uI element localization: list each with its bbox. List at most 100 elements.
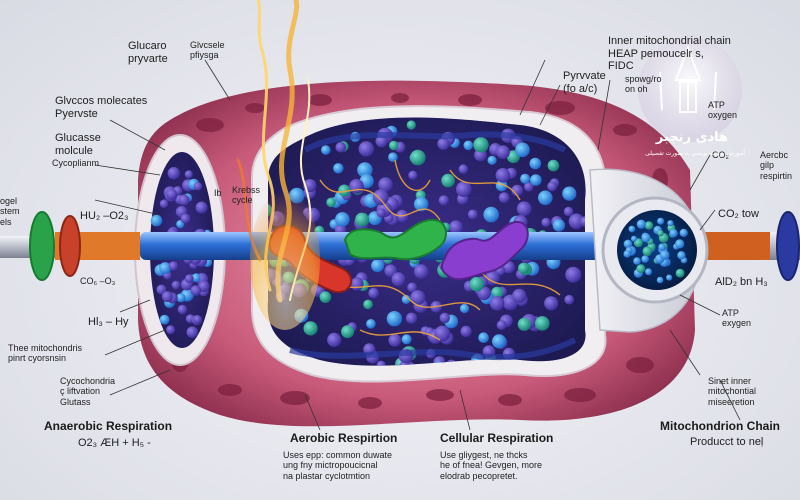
particle (660, 250, 670, 260)
particle (326, 197, 336, 208)
particle (657, 217, 665, 225)
particle (449, 220, 463, 234)
particle (327, 332, 342, 347)
particle (552, 219, 566, 232)
particle (515, 142, 530, 158)
label-aerobic-side: Aercbc gilp respirtin (760, 150, 793, 181)
particle (623, 250, 631, 258)
particle (414, 196, 429, 212)
particle (389, 140, 399, 151)
label-atp-oxygen-top: ATP oxygen (708, 100, 738, 121)
particle (492, 334, 507, 349)
particle (496, 320, 507, 330)
label-mitochondrion-chain: Mitochondrion Chain (660, 419, 780, 433)
particle (166, 325, 176, 335)
particle (363, 299, 373, 310)
particle (176, 293, 186, 303)
label-krebs-marker: Ib (214, 188, 222, 198)
particle (193, 182, 203, 191)
particle (645, 268, 652, 276)
particle (168, 261, 179, 271)
particle (656, 276, 664, 284)
particle (628, 225, 636, 233)
particle (399, 360, 412, 366)
particle (516, 201, 532, 217)
particle (407, 282, 417, 293)
particle (185, 274, 194, 283)
particle (459, 303, 470, 314)
particle (562, 186, 577, 201)
particle (410, 149, 426, 166)
particle (195, 201, 208, 214)
particle (563, 206, 574, 217)
particle (368, 287, 379, 299)
logo-emblem-icon (659, 45, 717, 113)
particle (358, 141, 374, 157)
particle (388, 152, 398, 162)
particle (410, 290, 426, 306)
particle (159, 262, 172, 275)
particle (441, 173, 455, 188)
particle (530, 174, 542, 186)
particle (511, 184, 523, 197)
particle (171, 280, 181, 290)
particle (460, 325, 472, 337)
particle (178, 194, 190, 206)
green-ring (29, 211, 55, 281)
particle (186, 326, 199, 339)
particle (159, 199, 169, 208)
particle (319, 291, 332, 303)
particle (564, 294, 574, 305)
particle (517, 317, 531, 331)
label-cycochondria: Cycochondria ç liftvation Glutass (60, 376, 116, 407)
label-glycolate-physga: Glvcsele pfiysga (190, 40, 225, 61)
particle (333, 163, 344, 174)
protein-purple (440, 220, 529, 281)
particle (463, 140, 474, 151)
particle (623, 239, 633, 249)
particle (184, 170, 193, 179)
particle (641, 233, 651, 243)
particle (679, 228, 688, 237)
label-co2-tow: CO₂ tow (718, 208, 759, 220)
particle (161, 291, 173, 303)
particle (391, 272, 406, 287)
particle (636, 264, 646, 273)
cristae-ridges (289, 131, 577, 361)
label-cellular-respiration: Cellular Respiration (440, 431, 554, 445)
particle (338, 184, 351, 197)
navy-ring (776, 211, 800, 281)
particle (401, 294, 411, 304)
particle (458, 164, 469, 174)
label-product: Producct to neḷ (690, 436, 764, 448)
particle (467, 209, 478, 220)
particle (408, 170, 418, 180)
particle (489, 296, 505, 311)
particle (641, 255, 649, 263)
particle (675, 239, 685, 249)
particle (547, 159, 560, 172)
particle (541, 217, 551, 227)
particle (642, 246, 653, 257)
right-orange-band (705, 232, 770, 260)
particle (518, 262, 530, 274)
particle (376, 360, 386, 366)
particle (547, 181, 558, 192)
particle (405, 312, 418, 324)
label-ald-h3: AlD₂ bn H₃ (715, 276, 768, 288)
particle (406, 120, 416, 130)
particle (388, 333, 402, 347)
logo-subtitle: آموزش برنامه نویسی به صورت تفصیلی (645, 150, 745, 157)
particle (150, 214, 163, 227)
lens-particles (623, 217, 688, 284)
particle (321, 145, 331, 155)
label-spowg: spowg/ro on oh (625, 74, 662, 95)
label-inner-chain: Inner mitochondrial chain HEAP pemoucelr… (608, 35, 731, 73)
label-co2-o3: CO₆ –O₃ (80, 276, 116, 286)
label-h2o-o23: HU₂ –O2₃ (80, 210, 129, 222)
label-aerobic-respiration: Aerobic Respirtion (290, 431, 398, 445)
particle (439, 312, 450, 324)
particle (677, 251, 686, 260)
